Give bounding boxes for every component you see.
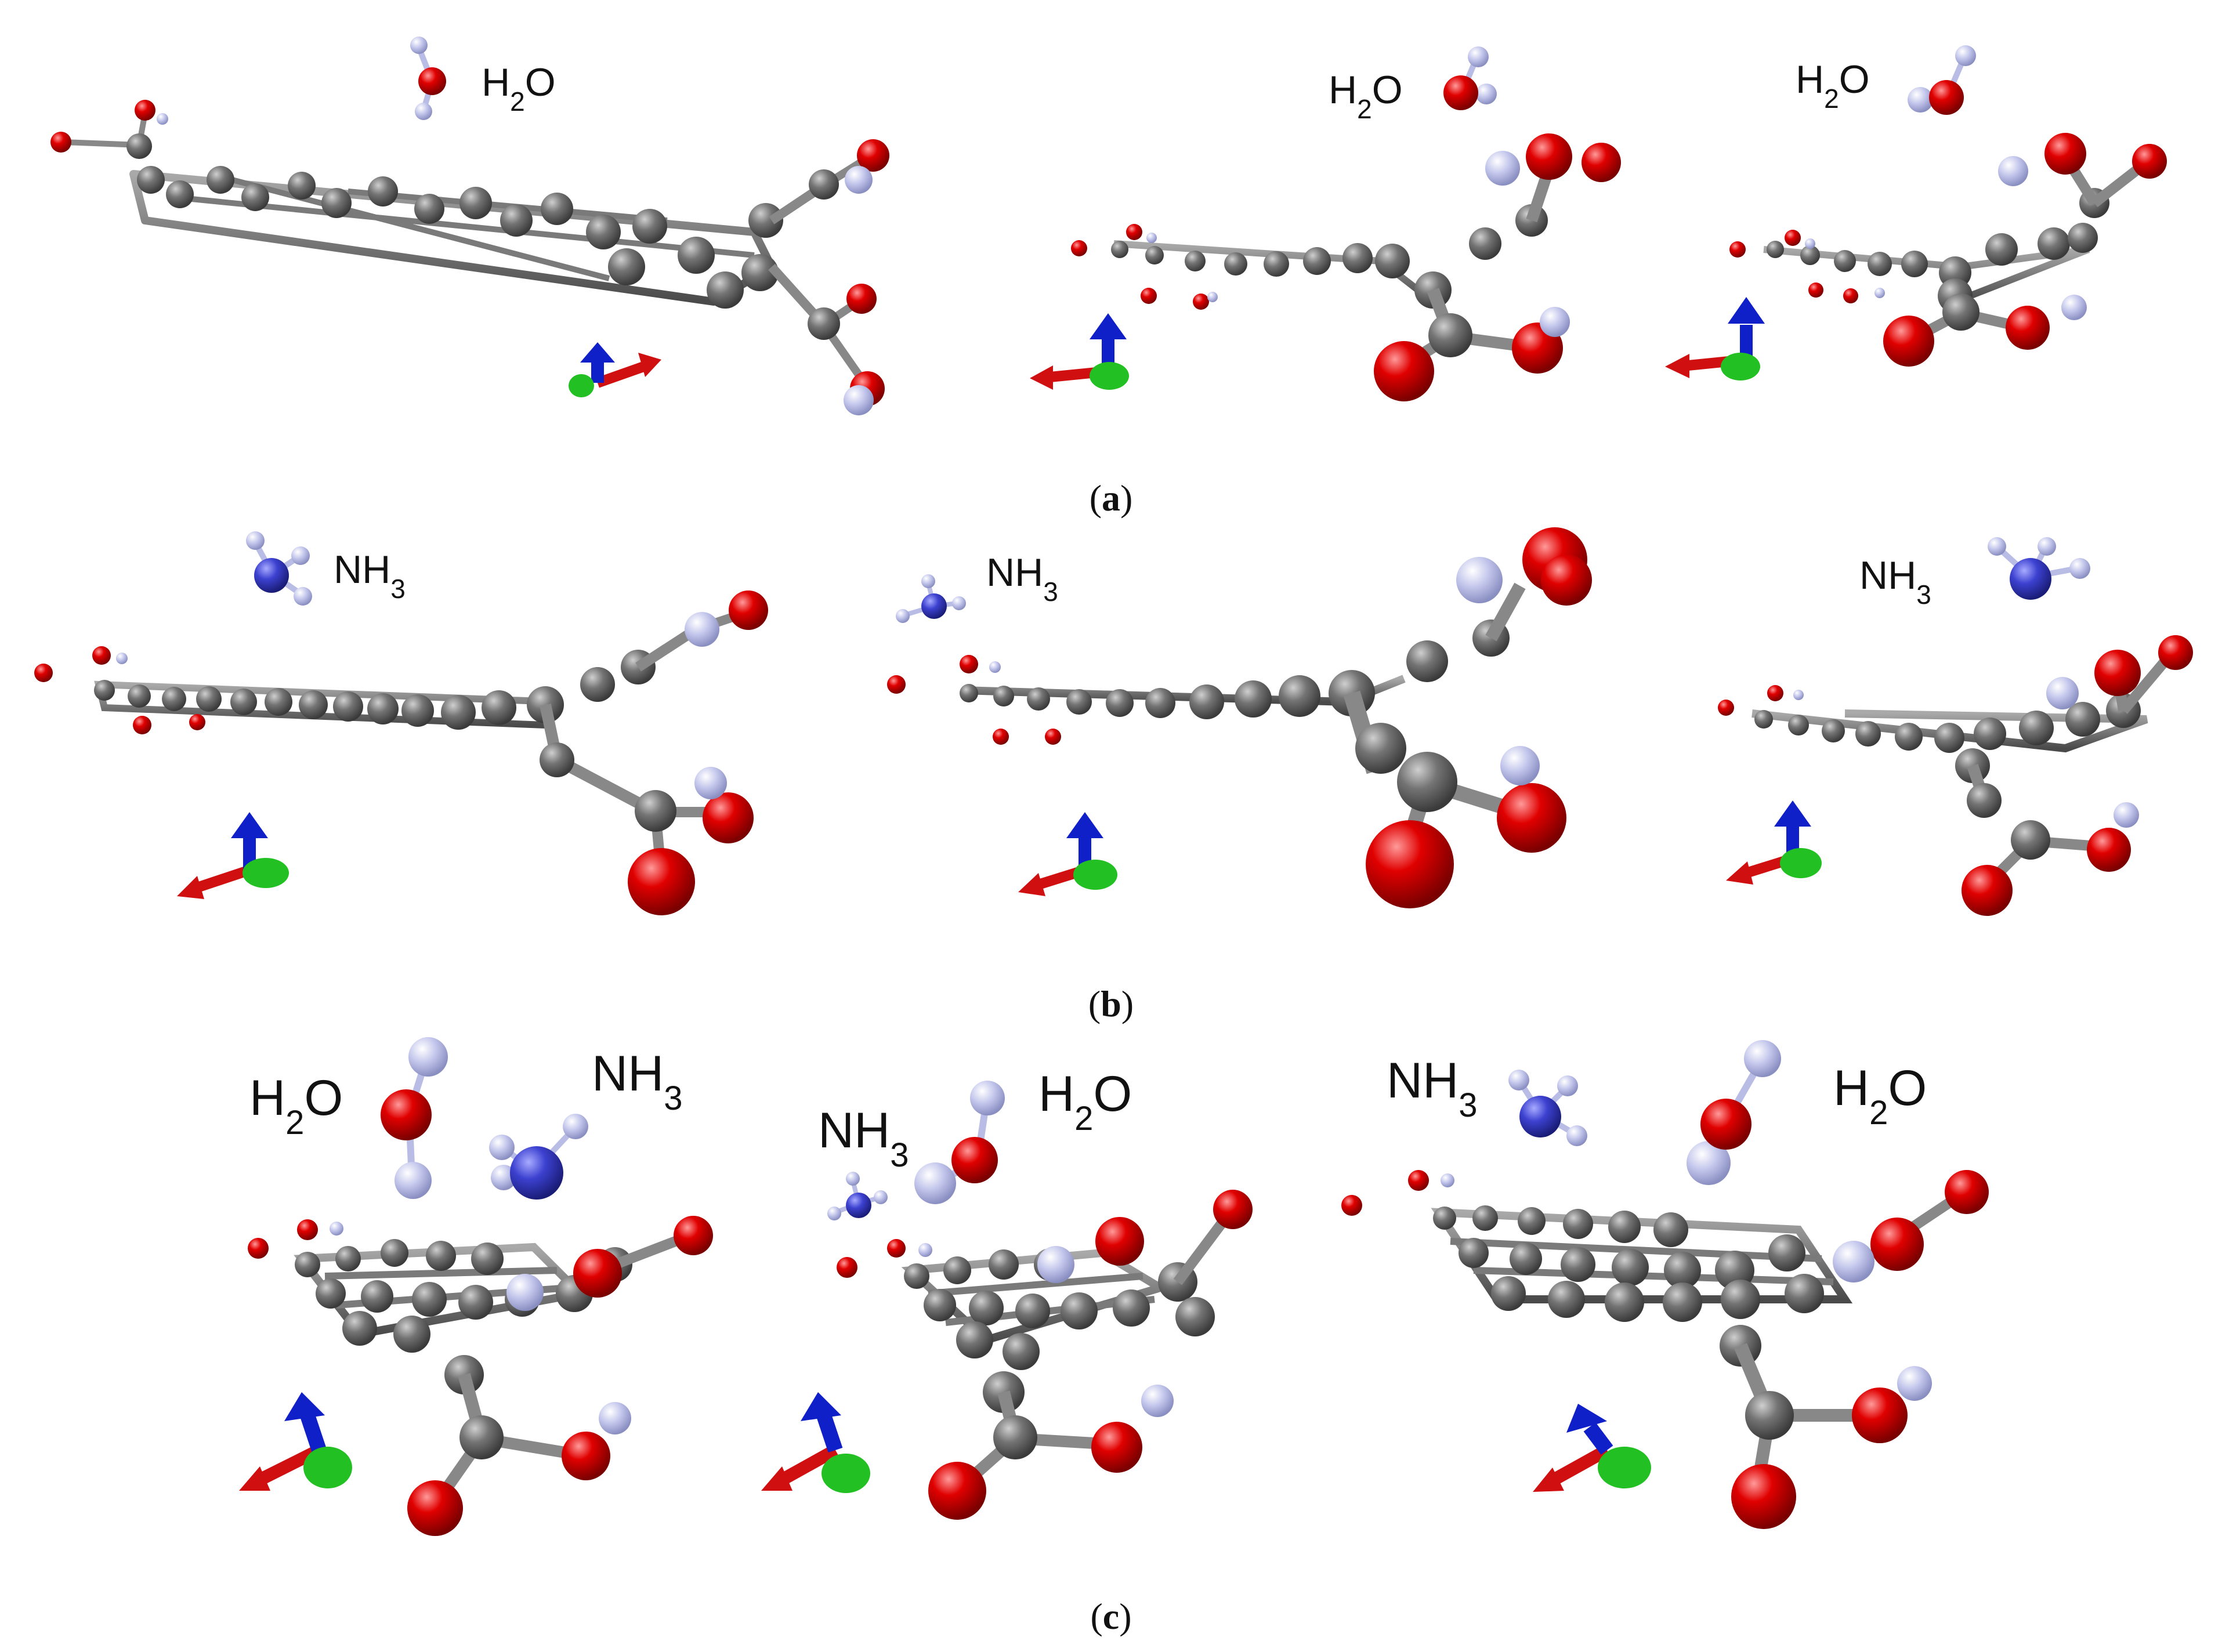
water-molecule <box>914 1081 1005 1204</box>
ammonia-molecule <box>1988 537 2090 600</box>
panel-b: NH3 <box>34 527 2193 1024</box>
carboxyl-group <box>887 655 1061 745</box>
structure-b3: NH3 <box>1718 537 2193 916</box>
carboxyl-group <box>506 1216 713 1311</box>
carboxyl-group <box>768 263 885 415</box>
structure-a1: H2O <box>50 37 889 415</box>
panel-caption: (b) <box>1088 983 1134 1024</box>
molecule-label: H2O <box>1796 57 1870 114</box>
carboxyl-group <box>837 1239 932 1278</box>
water-molecule <box>1908 45 1976 115</box>
carboxyl-group <box>1833 1170 1989 1283</box>
axis-triad <box>761 1392 870 1493</box>
carboxyl-group <box>1456 527 1592 642</box>
ammonia-molecule <box>827 1172 888 1220</box>
molecule-label: H2O <box>1038 1066 1132 1137</box>
graphene-sheet <box>94 650 656 730</box>
graphene-sheet <box>129 166 783 309</box>
carboxyl-group <box>1998 133 2167 208</box>
water-molecule <box>410 37 446 120</box>
water-molecule <box>1443 46 1497 110</box>
graphene-sheet <box>960 620 1510 719</box>
molecule-label: NH3 <box>986 550 1058 607</box>
carboxyl-group <box>1485 133 1621 223</box>
carboxyl-group <box>2046 635 2193 714</box>
molecule-label: NH3 <box>818 1103 909 1174</box>
graphene-sheet <box>901 1248 1215 1413</box>
structure-a3: H2O <box>1665 45 2167 381</box>
axis-triad <box>1726 800 1822 885</box>
carboxyl-group <box>50 100 168 159</box>
water-molecule <box>381 1037 448 1199</box>
structure-c1: H2O NH3 <box>239 1037 713 1536</box>
carboxyl-group <box>248 1219 343 1259</box>
axis-triad <box>1533 1404 1651 1492</box>
axis-triad <box>569 342 661 397</box>
panel-a: H2O <box>50 37 2167 519</box>
carboxyl-group <box>635 590 768 672</box>
axis-triad <box>239 1392 352 1491</box>
carboxyl-group <box>1374 288 1570 401</box>
carboxyl-group <box>1718 685 1804 716</box>
carboxyl-group <box>1071 224 1218 310</box>
carboxyl-group <box>1341 1170 1454 1216</box>
carboxyl-group <box>407 1373 631 1536</box>
ammonia-molecule <box>489 1114 588 1200</box>
carboxyl-group <box>769 139 889 224</box>
water-molecule <box>1687 1040 1781 1185</box>
ammonia-molecule <box>246 531 312 606</box>
structure-b1: NH3 <box>34 531 768 915</box>
structure-c2: NH3 H2O <box>761 1066 1253 1520</box>
carboxyl-group <box>928 1385 1174 1520</box>
graphene-sheet <box>1111 204 1548 309</box>
molecule-label: H2O <box>249 1070 343 1142</box>
axis-triad <box>177 812 289 899</box>
structure-c3: NH3 H2O <box>1341 1040 1989 1529</box>
panel-c: H2O NH3 <box>239 1037 1989 1637</box>
molecule-label: H2O <box>1833 1060 1927 1132</box>
graphene-sheet <box>1431 1205 1853 1367</box>
panel-caption: (c) <box>1090 1596 1131 1637</box>
carboxyl-group <box>1037 1190 1253 1285</box>
molecule-label: H2O <box>482 60 556 117</box>
molecule-label: NH3 <box>1859 553 1931 610</box>
carboxyl-group <box>34 646 205 734</box>
molecule-label: NH3 <box>1387 1053 1477 1124</box>
carboxyl-group <box>1729 230 1885 303</box>
axis-triad <box>1665 297 1765 381</box>
carboxyl-group <box>1731 1343 1932 1529</box>
carboxyl-group <box>1883 294 2087 367</box>
structure-a2: H2O <box>1030 46 1621 401</box>
molecule-label: H2O <box>1329 68 1403 124</box>
carboxyl-group <box>1343 690 1566 908</box>
carboxyl-group <box>540 703 754 915</box>
structure-b2: NH3 <box>887 527 1592 908</box>
graphene-sheet <box>1751 693 2148 783</box>
axis-triad <box>1018 812 1117 896</box>
ammonia-molecule <box>896 574 966 623</box>
molecule-label: NH3 <box>592 1046 682 1117</box>
molecule-label: NH3 <box>334 548 406 604</box>
ammonia-molecule <box>1508 1070 1587 1146</box>
axis-triad <box>1030 313 1129 390</box>
graphene-sheet <box>294 1239 632 1394</box>
panel-caption: (a) <box>1090 477 1133 519</box>
carboxyl-group <box>1962 763 2139 916</box>
